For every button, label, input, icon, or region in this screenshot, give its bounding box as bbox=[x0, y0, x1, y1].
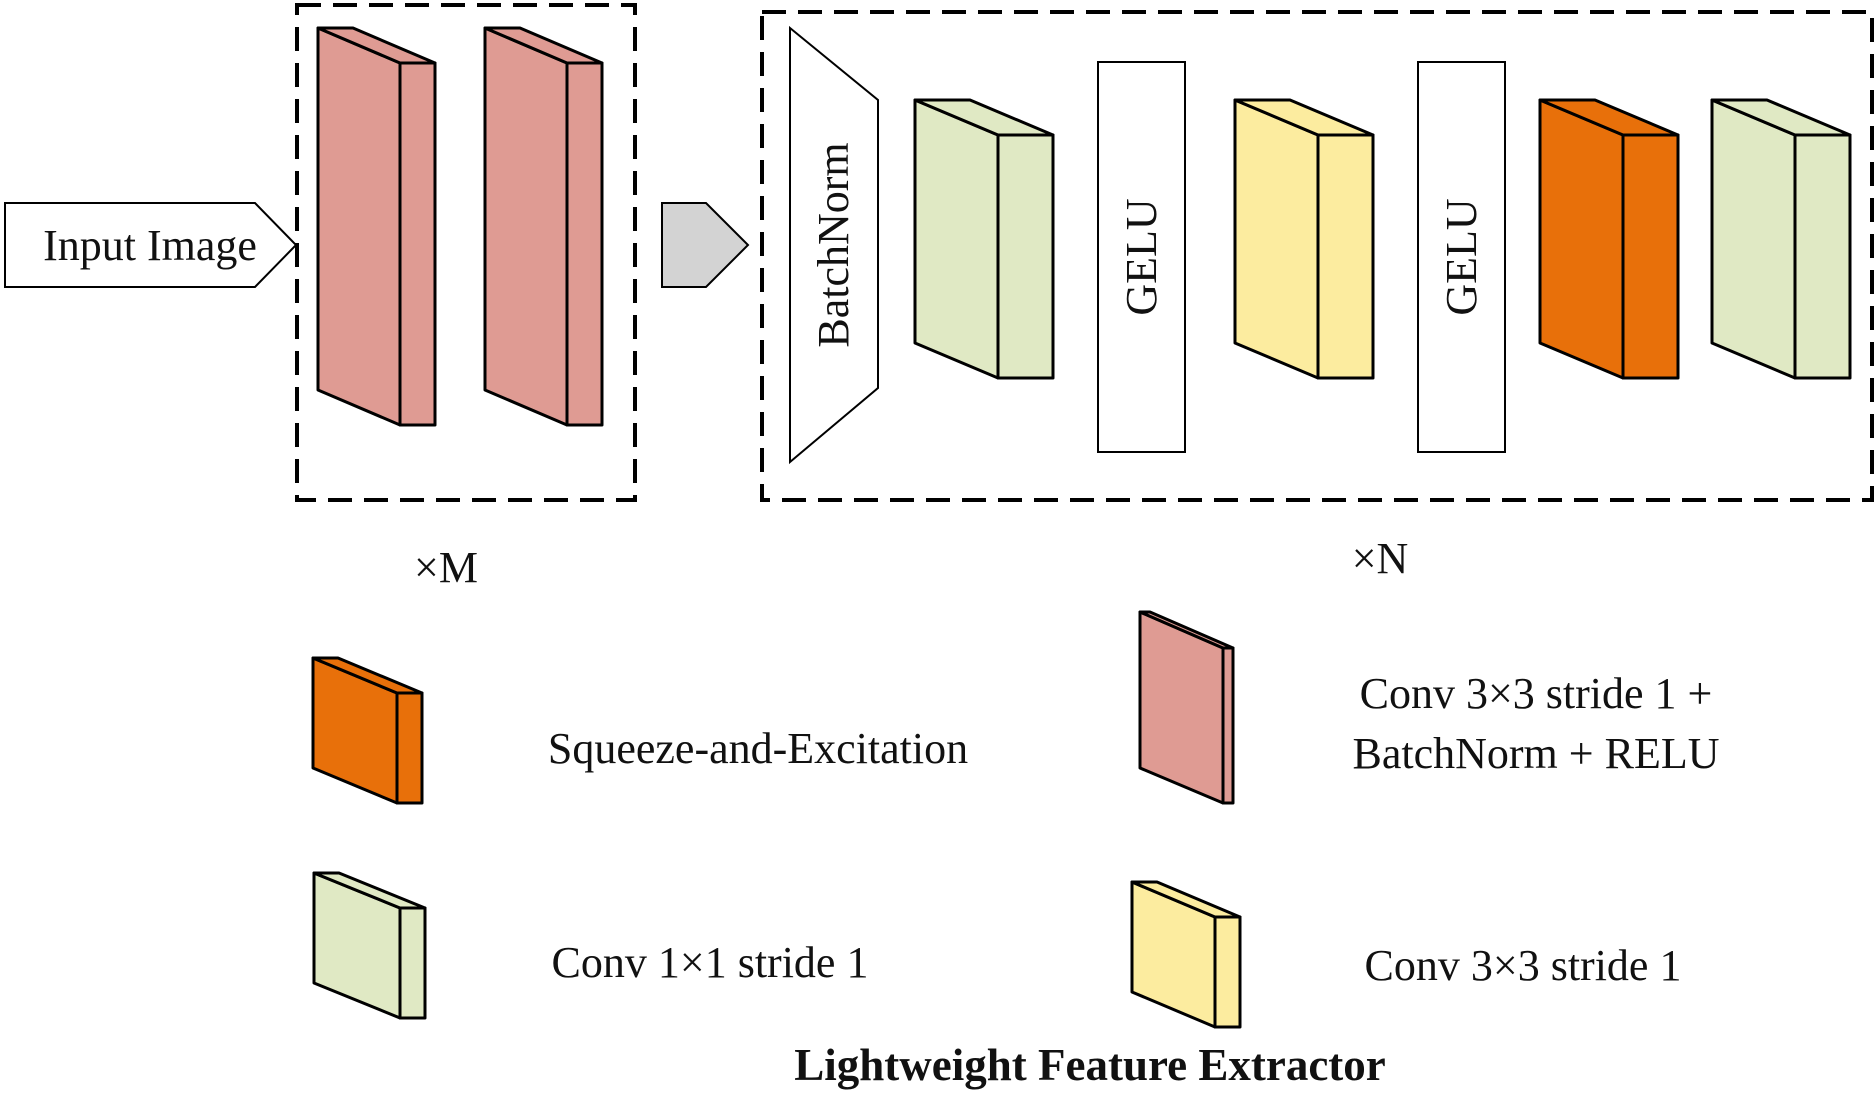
legend-conv3x3-label: Conv 3×3 stride 1 bbox=[1365, 941, 1682, 990]
gelu-label-1: GELU bbox=[1117, 198, 1166, 315]
gray-connector-arrow bbox=[661, 202, 750, 288]
batchnorm-block: BatchNorm bbox=[789, 25, 879, 465]
input-image-label: Input Image bbox=[43, 221, 257, 270]
input-image-arrow: Input Image bbox=[4, 202, 298, 288]
gelu-label-2: GELU bbox=[1437, 198, 1486, 315]
batchnorm-label: BatchNorm bbox=[809, 142, 858, 347]
gelu-block-2: GELU bbox=[1417, 61, 1506, 453]
gelu-block-1: GELU bbox=[1097, 61, 1186, 453]
repeat-m-group-box bbox=[295, 3, 637, 502]
repeat-n-label: ×N bbox=[1352, 534, 1409, 583]
legend-conv3x3-bn-relu-swatch bbox=[1138, 610, 1235, 805]
legend-se-swatch bbox=[311, 656, 424, 805]
diagram-title: Lightweight Feature Extractor bbox=[794, 1040, 1386, 1090]
repeat-m-label: ×M bbox=[414, 543, 478, 592]
legend-conv3x3-bn-relu-label-line1: Conv 3×3 stride 1 + bbox=[1360, 669, 1713, 718]
legend-se-label: Squeeze-and-Excitation bbox=[548, 724, 968, 773]
squeeze-excitation-block bbox=[1538, 98, 1680, 380]
legend-conv3x3-swatch bbox=[1130, 880, 1242, 1029]
conv1x1-block-1 bbox=[913, 98, 1055, 380]
conv3x3-bn-relu-block-2 bbox=[483, 26, 604, 427]
conv3x3-bn-relu-block-1 bbox=[316, 26, 437, 427]
conv3x3-block bbox=[1233, 98, 1375, 380]
legend-conv1x1-label: Conv 1×1 stride 1 bbox=[552, 938, 869, 987]
repeat-n-group-box bbox=[760, 10, 1874, 502]
legend-conv1x1-swatch bbox=[312, 871, 427, 1020]
conv1x1-block-2 bbox=[1710, 98, 1852, 380]
legend-conv3x3-bn-relu-label-line2: BatchNorm + RELU bbox=[1353, 729, 1720, 778]
